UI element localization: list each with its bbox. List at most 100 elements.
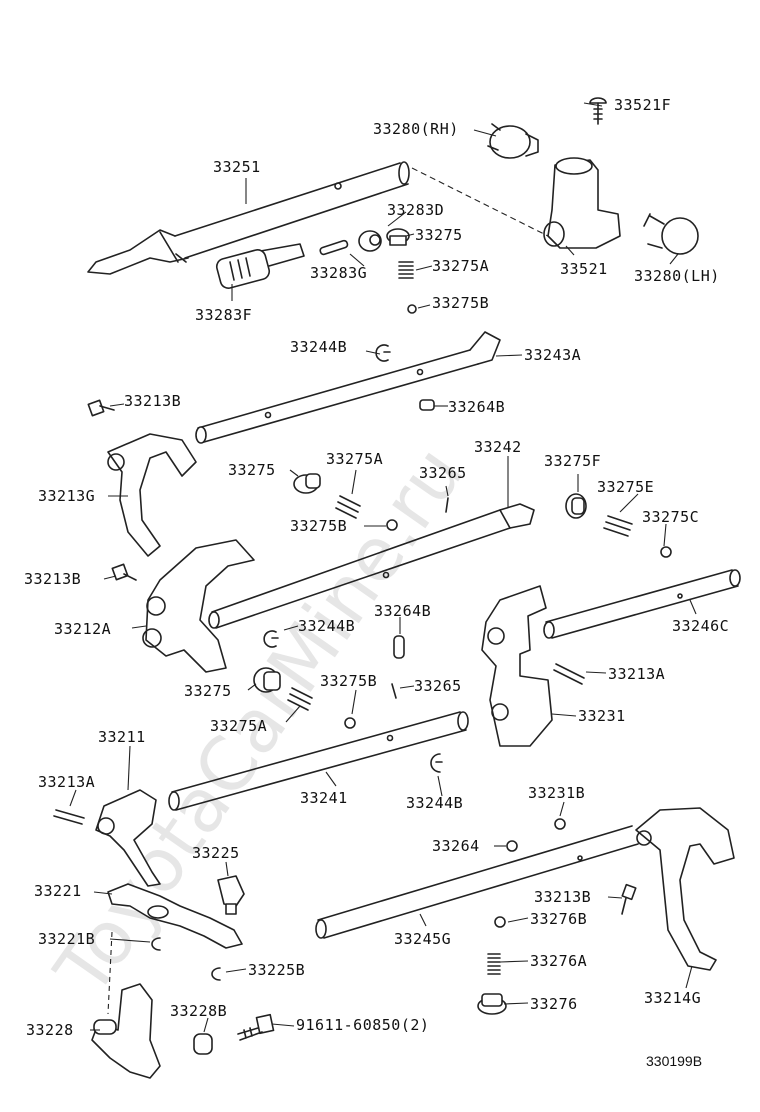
label-33283D: 33283D (387, 201, 444, 219)
part-33264B-pin-2 (393, 635, 405, 659)
label-33245G: 33245G (394, 930, 451, 948)
part-33280LH-switch (643, 213, 699, 255)
part-33241-rod (168, 711, 469, 811)
part-33242-rod (208, 503, 535, 629)
label-33213B-1: 33213B (124, 392, 181, 410)
part-33221B-clip (151, 937, 161, 951)
label-33225B: 33225B (248, 961, 305, 979)
part-33275-plug-low (253, 667, 281, 693)
label-33275A-mid: 33275A (326, 450, 383, 468)
label-33521: 33521 (560, 260, 608, 278)
part-33213A-pin-2 (53, 809, 85, 825)
figure-code: 330199B (646, 1053, 702, 1069)
label-33221B: 33221B (38, 930, 95, 948)
part-33213G-shift-fork (107, 433, 197, 557)
label-33521F: 33521F (614, 96, 671, 114)
label-33225: 33225 (192, 844, 240, 862)
label-33246C: 33246C (672, 617, 729, 635)
label-33244B-2: 33244B (298, 617, 355, 635)
part-33275F-plug (565, 493, 587, 519)
label-33213A-1: 33213A (608, 665, 665, 683)
label-33275-mid: 33275 (228, 461, 276, 479)
label-33243A: 33243A (524, 346, 581, 364)
part-33244B-clip-3 (430, 753, 443, 773)
leader-lines (69, 102, 697, 1033)
label-33275F: 33275F (544, 452, 601, 470)
part-33275C-ball (660, 546, 672, 558)
label-91611-60850: 91611-60850(2) (296, 1016, 429, 1034)
label-33276A: 33276A (530, 952, 587, 970)
part-33521F-screw (589, 97, 607, 125)
part-33214G-shift-fork (635, 807, 735, 971)
part-33244B-clip-1 (375, 344, 391, 362)
label-33211: 33211 (98, 728, 146, 746)
part-91611-60850-bolt (237, 1013, 275, 1041)
label-33265-1: 33265 (419, 464, 467, 482)
part-labels: 33521F 33280(RH) 33251 33283D 33275 3328… (24, 96, 729, 1039)
part-33231B-ball (554, 818, 566, 830)
label-33283F: 33283F (195, 306, 252, 324)
label-33280LH: 33280(LH) (634, 267, 720, 285)
label-33275-top: 33275 (415, 226, 463, 244)
label-33214G: 33214G (644, 989, 701, 1007)
part-33276-plug (477, 993, 507, 1015)
label-33251: 33251 (213, 158, 261, 176)
label-33264B-2: 33264B (374, 602, 431, 620)
part-33275B-ball-top (407, 304, 417, 314)
part-33283D-cap (358, 230, 382, 252)
part-33521-housing (543, 157, 621, 249)
part-33275A-spring-mid (335, 495, 361, 519)
part-33275E-spring (603, 515, 633, 537)
part-33264-ball (506, 840, 518, 852)
label-33212A: 33212A (54, 620, 111, 638)
part-33276B-ball (494, 916, 506, 928)
label-33283G: 33283G (310, 264, 367, 282)
part-33275-plug-mid (293, 473, 321, 494)
label-33275C: 33275C (642, 508, 699, 526)
label-33228B: 33228B (170, 1002, 227, 1020)
part-33228B-collar (193, 1033, 213, 1055)
label-33231: 33231 (578, 707, 626, 725)
label-33280RH: 33280(RH) (373, 120, 459, 138)
part-33275-plug-top (386, 228, 410, 246)
label-33276B: 33276B (530, 910, 587, 928)
label-33244B-1: 33244B (290, 338, 347, 356)
label-33275-low: 33275 (184, 682, 232, 700)
part-33213B-bolt-2 (111, 563, 137, 581)
label-33244B-3: 33244B (406, 794, 463, 812)
label-33275B-mid: 33275B (290, 517, 347, 535)
label-33231B: 33231B (528, 784, 585, 802)
label-33228: 33228 (26, 1021, 74, 1039)
part-33265-pin-1 (445, 497, 449, 513)
part-33243A-rod (195, 331, 501, 444)
part-33221-lever (107, 883, 243, 949)
label-33275B-top: 33275B (432, 294, 489, 312)
part-33245G-rod (315, 825, 639, 939)
part-33251-shift-fork-shaft (87, 161, 410, 275)
label-33213B-3: 33213B (534, 888, 591, 906)
label-33275A-top: 33275A (432, 257, 489, 275)
label-33264B-1: 33264B (448, 398, 505, 416)
part-33231-select-block (481, 585, 553, 747)
label-33213G: 33213G (38, 487, 95, 505)
part-33246C-rod (543, 569, 741, 639)
part-33213B-bolt-1 (87, 399, 115, 417)
label-33275E: 33275E (597, 478, 654, 496)
label-33265-2: 33265 (414, 677, 462, 695)
part-33280RH-switch (487, 123, 539, 159)
part-33275A-spring-low (287, 687, 313, 711)
part-33264B-pin-1 (419, 399, 435, 411)
label-33276: 33276 (530, 995, 578, 1013)
part-33212A-shift-fork (142, 539, 255, 673)
label-33221: 33221 (34, 882, 82, 900)
part-33244B-clip-2 (263, 630, 279, 648)
part-33225B-clip (211, 967, 221, 981)
part-33265-pin-2 (391, 683, 397, 699)
label-33264: 33264 (432, 837, 480, 855)
part-33213A-pin-1 (553, 663, 585, 685)
part-33283F-plunger (215, 243, 305, 289)
part-33283G-pin (319, 239, 349, 256)
part-33211-shift-lever (95, 789, 161, 887)
